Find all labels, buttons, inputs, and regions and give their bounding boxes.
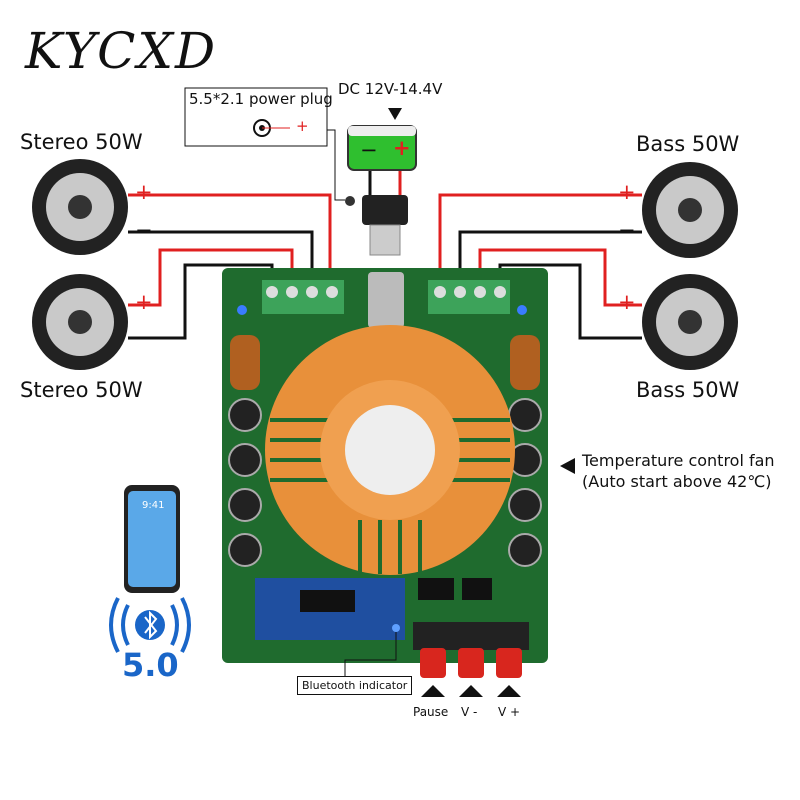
bluetooth-indicator-label: Bluetooth indicator — [297, 676, 413, 695]
usb-c-port — [368, 272, 404, 328]
polarity-plus: + — [135, 180, 153, 204]
led — [517, 305, 527, 315]
wire-red — [128, 248, 294, 307]
fan-sublabel: (Auto start above 42℃) — [582, 472, 772, 491]
vol-up-label: V + — [498, 705, 521, 719]
arrow-up-icons — [421, 685, 521, 697]
power-plug-box — [184, 87, 328, 147]
vol-up-button — [496, 648, 522, 678]
fan-hub — [345, 405, 435, 495]
wire-red — [128, 193, 332, 285]
polarity-plus: + — [618, 180, 636, 204]
pause-button — [420, 648, 446, 678]
speaker-bass-top — [642, 162, 738, 258]
plug-label: 5.5*2.1 power plug — [189, 90, 333, 108]
speaker-stereo-top — [32, 159, 128, 255]
dc-voltage-label: DC 12V-14.4V — [338, 80, 443, 98]
polarity-minus: − — [618, 218, 636, 242]
plug-polarity: + — [296, 117, 309, 135]
vol-down-button — [458, 648, 484, 678]
battery-minus: − — [360, 138, 378, 162]
wire-red — [438, 193, 642, 285]
fan-label: Temperature control fan — [582, 451, 775, 470]
brand-logo: KYCXD — [25, 22, 218, 80]
battery-plus: + — [393, 136, 411, 160]
polarity-minus: − — [618, 326, 636, 350]
control-buttons — [413, 622, 529, 678]
bass-bottom-label: Bass 50W — [636, 378, 740, 402]
polarity-minus: − — [135, 326, 153, 350]
polarity-plus: + — [618, 290, 636, 314]
pause-label: Pause — [413, 705, 449, 719]
stereo-top-label: Stereo 50W — [20, 130, 143, 154]
polarity-plus: + — [135, 290, 153, 314]
bluetooth-waves-icon — [109, 597, 191, 653]
phone-time: 9:41 — [142, 500, 165, 511]
speaker-icons — [32, 159, 738, 370]
dc-plug — [362, 195, 408, 225]
arrow-down-icon — [388, 108, 402, 120]
speaker-stereo-bottom — [32, 274, 128, 370]
speaker-bass-bottom — [642, 274, 738, 370]
bluetooth-version: 5.0 — [122, 646, 179, 684]
bluetooth-indicator-led — [392, 624, 400, 632]
plug-jack-icon — [345, 196, 355, 206]
bass-top-label: Bass 50W — [636, 132, 740, 156]
wire-red — [478, 248, 642, 307]
arrow-left-icon — [560, 458, 575, 474]
wire-black — [128, 230, 314, 285]
wire-black — [458, 230, 642, 285]
stereo-bottom-label: Stereo 50W — [20, 378, 143, 402]
led — [237, 305, 247, 315]
vol-down-label: V - — [461, 705, 478, 719]
polarity-minus: − — [135, 218, 153, 242]
heatsink-fins — [270, 418, 510, 574]
